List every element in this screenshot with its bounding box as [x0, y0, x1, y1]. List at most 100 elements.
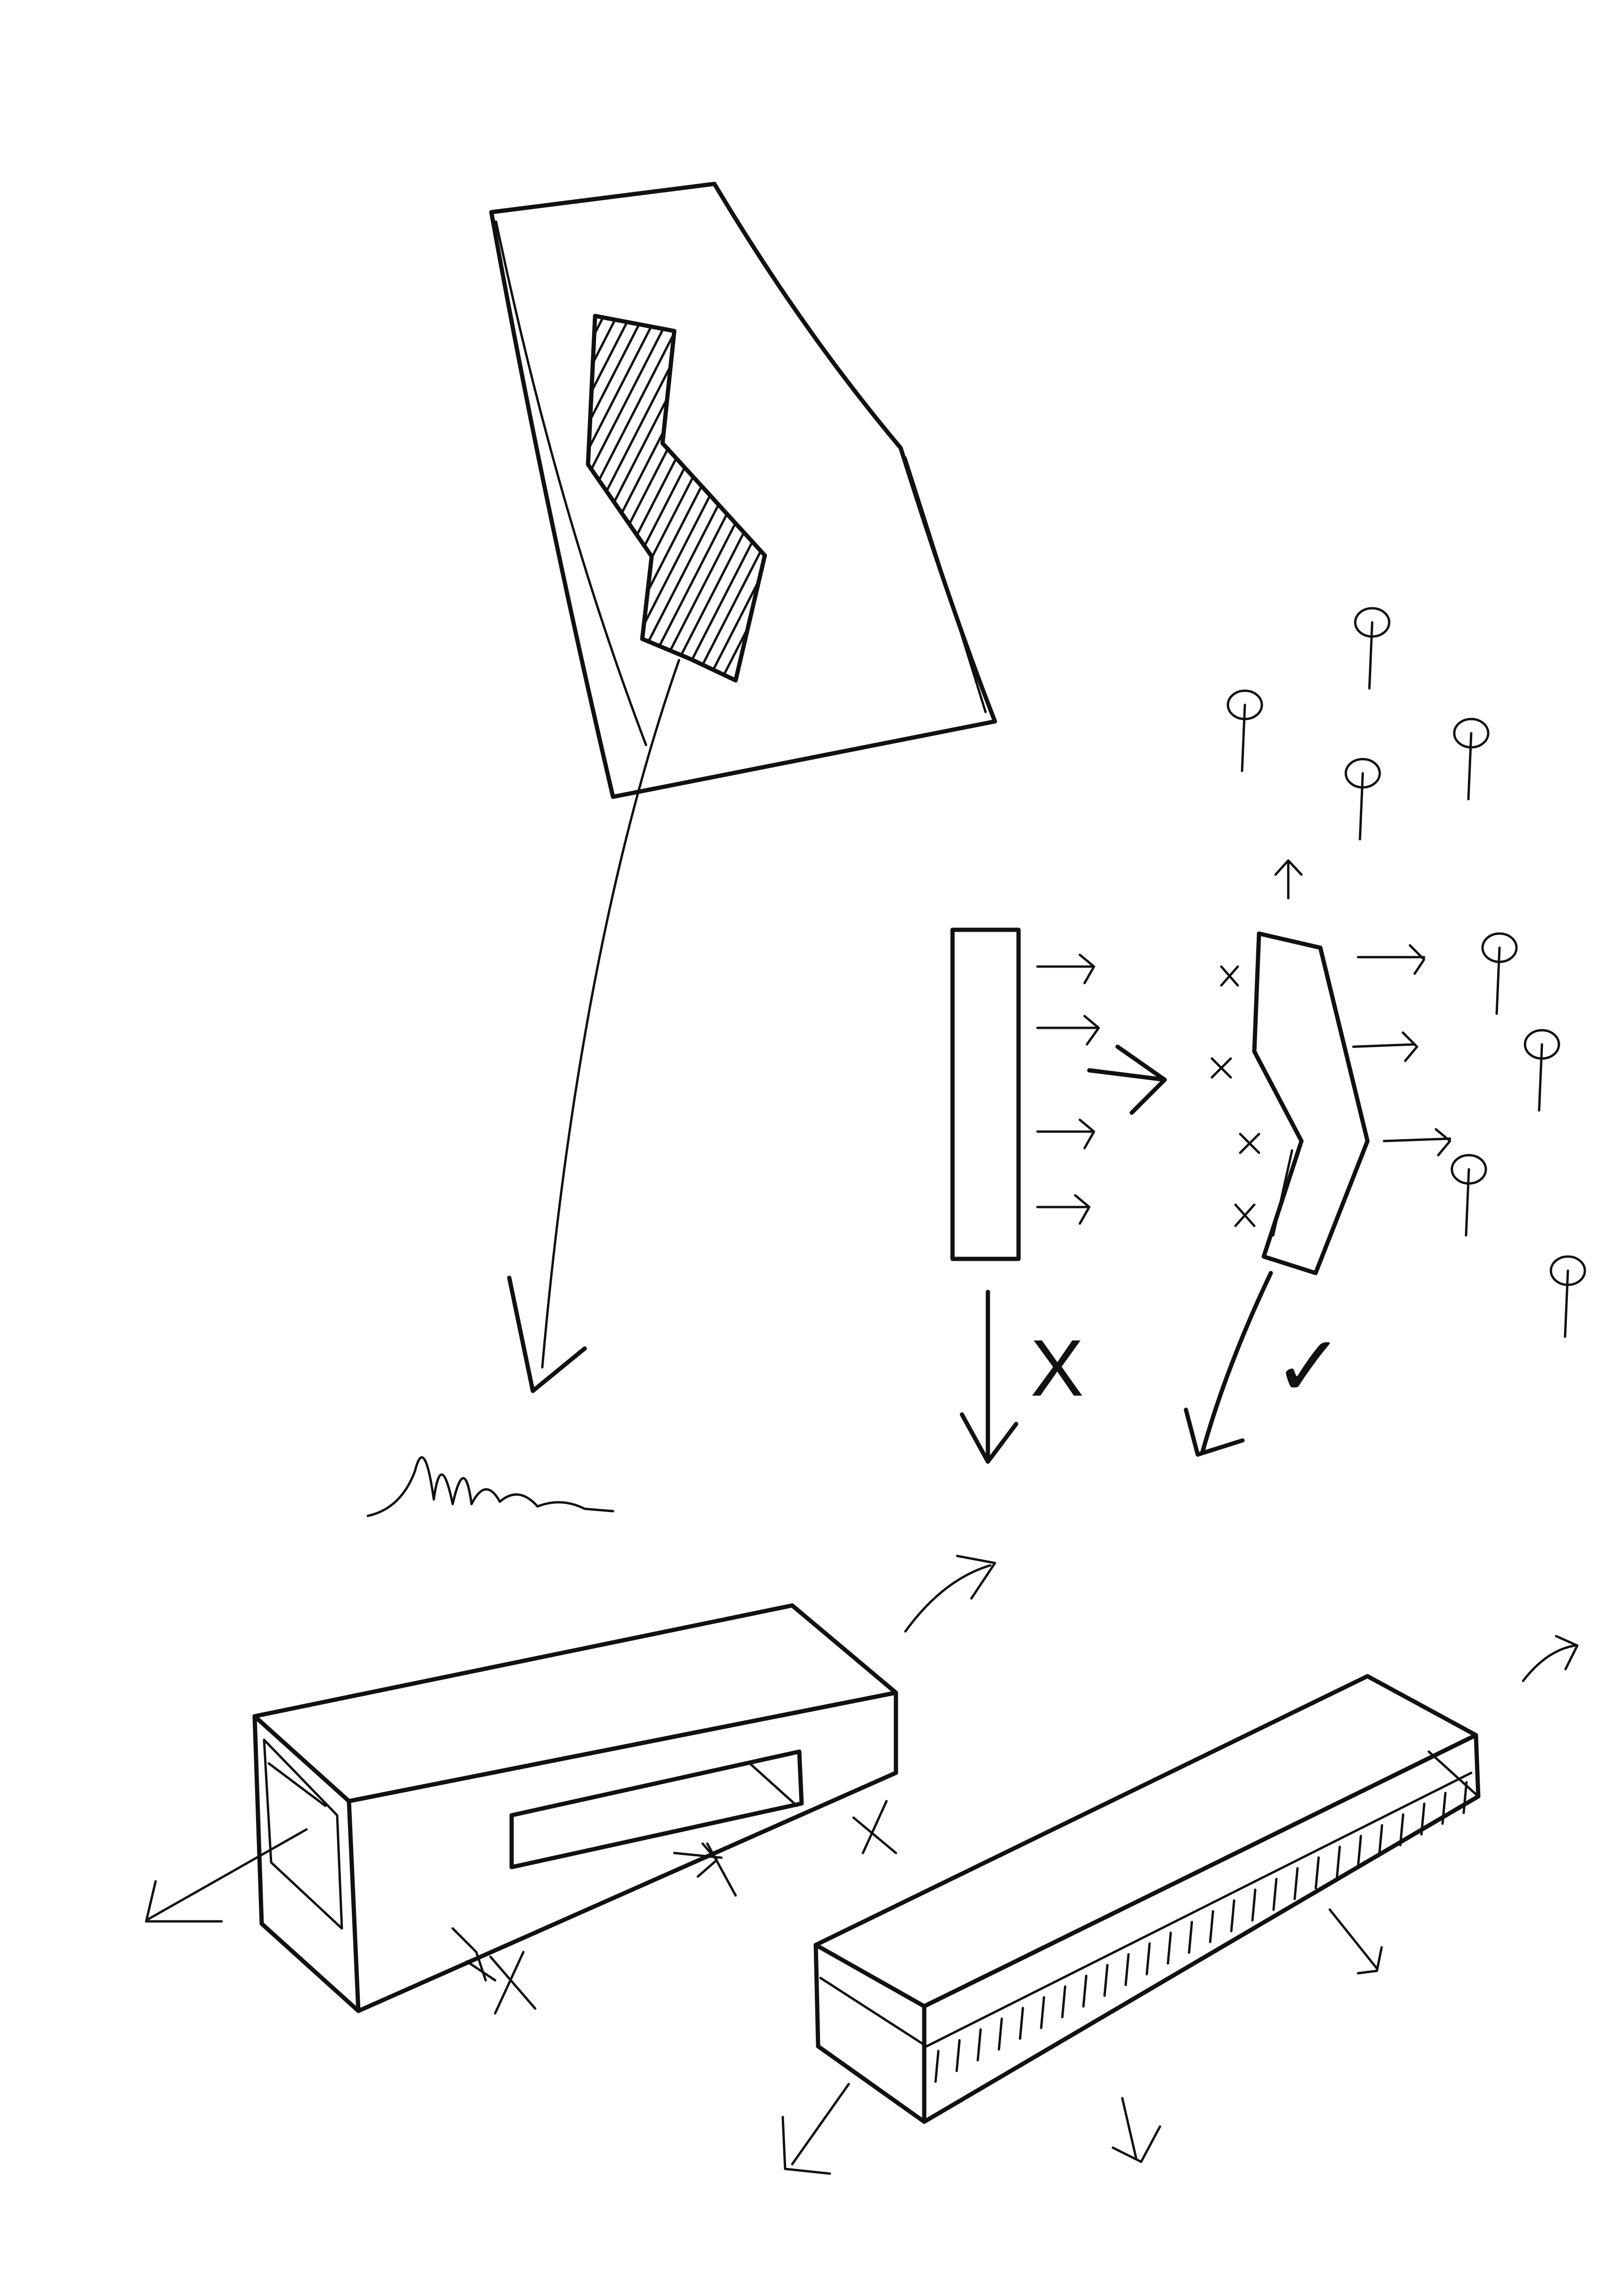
slab-column-tick — [1399, 1813, 1405, 1846]
slab-column-tick — [1209, 1910, 1214, 1944]
hatch-line — [892, 292, 1104, 707]
tree-icon — [1549, 1255, 1586, 1338]
hatch-line — [759, 316, 765, 680]
arrow-head-below — [507, 1275, 587, 1393]
box-side-opening-recess — [748, 1762, 798, 1807]
straight-bar-down-arrow — [960, 1290, 1019, 1464]
bent-bar-inner-line — [1272, 1149, 1293, 1237]
hatch-line — [879, 292, 1091, 707]
hatch-line — [773, 292, 986, 707]
tree-icon — [1524, 1029, 1560, 1112]
hatch-line — [613, 316, 765, 680]
tree-icon — [1450, 1154, 1487, 1237]
straight-bar-arrows — [1036, 953, 1100, 1225]
slab-arrows — [781, 1635, 1579, 2175]
hatch-line — [588, 316, 723, 680]
site-edge-inner-left — [495, 220, 647, 746]
hatch-line — [588, 316, 765, 680]
hatch-line — [826, 292, 1038, 707]
hatch-line — [866, 292, 1078, 707]
footprint-hatching — [588, 292, 1104, 707]
bent-bar — [1252, 931, 1370, 1275]
hatch-line — [588, 316, 683, 680]
slab-column-tick — [1167, 1931, 1172, 1965]
site-edge-inner-right — [904, 456, 987, 713]
accepted-slab — [781, 1635, 1579, 2175]
slab-column-tick — [1293, 1867, 1299, 1900]
hatch-line — [588, 316, 765, 680]
box-rejection-marks — [451, 1800, 897, 2015]
slab-column-tick — [1378, 1824, 1384, 1857]
hatch-line — [653, 316, 765, 680]
hatch-line — [588, 316, 644, 680]
slab-column-tick — [997, 2018, 1003, 2051]
straight-bar — [950, 927, 1021, 1261]
slab-column-tick — [1314, 1856, 1320, 1890]
bent-bar-up-arrow — [1274, 859, 1303, 900]
straight-bar-verdict: X — [1030, 1323, 1084, 1413]
hatch-line — [588, 316, 736, 680]
slab-column-tick — [1272, 1878, 1278, 1911]
squiggle-mark — [366, 1456, 614, 1517]
box-top-arrow — [904, 1555, 996, 1633]
box-side-opening — [509, 1749, 804, 1869]
slab-column-tick — [1019, 2007, 1024, 2040]
building-footprint — [586, 292, 1104, 707]
slab-column-tick — [1230, 1899, 1235, 1933]
trees — [1226, 607, 1586, 1338]
slab-column-tick — [1145, 1942, 1151, 1976]
hatch-line — [588, 316, 710, 680]
arrow-footprint-to-below — [541, 659, 680, 1369]
slab-mid-line — [819, 1771, 1473, 2048]
transform-arrow — [1087, 1044, 1167, 1115]
slab-column-tick — [1103, 1964, 1109, 1997]
hatch-line — [588, 316, 670, 680]
slab-column-tick — [1061, 1985, 1067, 2018]
bar-comparison: X ✓ — [950, 607, 1586, 1464]
slab-end-edge — [1427, 1750, 1480, 1798]
slab-top — [813, 1674, 1478, 2009]
slab-column-tick — [977, 2028, 982, 2061]
slab-column-tick — [955, 2039, 961, 2072]
slab-column-tick — [1441, 1792, 1447, 1825]
box-front — [252, 1714, 361, 2013]
slab-columns — [934, 1781, 1468, 2083]
hatch-line — [666, 316, 765, 680]
slab-column-tick — [1188, 1920, 1193, 1954]
hatch-line — [853, 292, 1065, 707]
site-plan — [489, 182, 1104, 1393]
slab-column-tick — [1357, 1835, 1362, 1868]
hatch-line — [600, 316, 765, 680]
hatch-line — [732, 316, 765, 680]
slab-column-tick — [1040, 1996, 1045, 2029]
slab-long-side — [922, 1733, 1481, 2124]
hatch-line — [588, 316, 604, 680]
hatch-line — [693, 316, 765, 680]
tree-icon — [1481, 932, 1518, 1015]
hatch-line — [839, 292, 1052, 707]
tree-icon — [1354, 607, 1391, 690]
bent-bar-verdict: ✓ — [1273, 1319, 1344, 1414]
slab-column-tick — [1082, 1974, 1088, 2008]
hatch-line — [588, 316, 591, 680]
rejected-box — [145, 1555, 996, 2015]
box-axis-arrow — [145, 1828, 308, 1923]
hatch-line — [746, 316, 765, 680]
hatch-line — [706, 316, 765, 680]
tree-icon — [1453, 718, 1490, 801]
hatch-line — [627, 316, 765, 680]
tree-icon — [1226, 689, 1263, 772]
bent-bar-arrows — [1352, 944, 1451, 1157]
hatch-line — [679, 316, 765, 680]
box-side — [347, 1690, 898, 2013]
hatch-line — [588, 316, 657, 680]
site-boundary — [489, 182, 997, 799]
slab-column-tick — [1420, 1803, 1425, 1836]
hatch-line — [588, 316, 617, 680]
hatch-line — [588, 316, 696, 680]
slab-front-end — [813, 1943, 927, 2124]
slab-column-tick — [1124, 1953, 1130, 1986]
hatch-line — [588, 316, 630, 680]
hatch-line — [800, 292, 1012, 707]
